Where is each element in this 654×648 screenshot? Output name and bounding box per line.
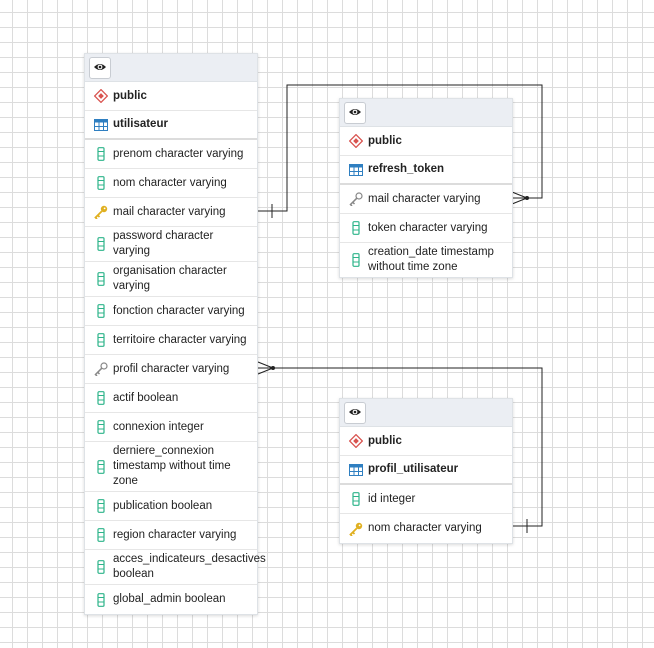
column-row[interactable]: connexion integer bbox=[85, 413, 257, 442]
column-icon bbox=[348, 221, 364, 235]
column-icon bbox=[93, 528, 109, 542]
eye-icon bbox=[348, 404, 362, 422]
column-row[interactable]: acces_indicateurs_desactives boolean bbox=[85, 550, 266, 585]
column-label: prenom character varying bbox=[113, 147, 244, 160]
toggle-visibility-button[interactable] bbox=[344, 101, 366, 124]
column-icon bbox=[93, 147, 109, 161]
column-label: acces_indicateurs_desactives boolean bbox=[113, 553, 266, 580]
table-title-row: profil_utilisateur bbox=[340, 456, 512, 485]
column-row[interactable]: mail character varying bbox=[340, 185, 512, 214]
schema-row: public bbox=[85, 82, 257, 111]
column-label: profil character varying bbox=[113, 362, 230, 375]
column-label: nom character varying bbox=[113, 176, 227, 189]
table-title-row: refresh_token bbox=[340, 156, 512, 185]
column-label: fonction character varying bbox=[113, 304, 245, 317]
table-title-row: utilisateur bbox=[85, 111, 257, 140]
table-header bbox=[340, 399, 512, 427]
column-label: publication boolean bbox=[113, 499, 213, 512]
foreign-key-icon bbox=[93, 362, 109, 376]
column-row[interactable]: organisation character varying bbox=[85, 262, 257, 297]
column-row[interactable]: territoire character varying bbox=[85, 326, 257, 355]
column-icon bbox=[93, 176, 109, 190]
column-icon bbox=[348, 492, 364, 506]
table-name: refresh_token bbox=[368, 163, 445, 175]
primary-key-icon bbox=[93, 205, 109, 219]
column-label: id integer bbox=[368, 492, 416, 505]
column-label: actif boolean bbox=[113, 391, 179, 404]
table-header bbox=[340, 99, 512, 127]
column-row[interactable]: publication boolean bbox=[85, 492, 257, 521]
primary-key-icon bbox=[348, 522, 364, 536]
column-row[interactable]: password character varying bbox=[85, 227, 257, 262]
schema-icon bbox=[348, 434, 364, 448]
column-icon bbox=[93, 391, 109, 405]
table-node-utilisateur[interactable]: public utilisateur prenom character varyin… bbox=[84, 53, 266, 615]
column-row[interactable]: profil character varying bbox=[85, 355, 257, 384]
table-header bbox=[85, 54, 257, 82]
column-icon bbox=[93, 499, 109, 513]
column-icon bbox=[93, 272, 109, 286]
eye-icon bbox=[348, 104, 362, 122]
column-row[interactable]: nom character varying bbox=[340, 514, 512, 543]
column-icon bbox=[93, 420, 109, 434]
column-label: token character varying bbox=[368, 221, 488, 234]
column-icon bbox=[93, 592, 109, 607]
column-icon bbox=[93, 560, 109, 574]
schema-name: public bbox=[368, 434, 402, 447]
column-label: global_admin boolean bbox=[113, 593, 226, 605]
table-icon bbox=[348, 463, 364, 476]
column-icon bbox=[348, 253, 364, 267]
column-label: password character varying bbox=[113, 230, 214, 257]
column-row[interactable]: region character varying bbox=[85, 521, 257, 550]
schema-row: public bbox=[340, 427, 512, 456]
column-row[interactable]: token character varying bbox=[340, 214, 512, 243]
table-name: utilisateur bbox=[113, 118, 168, 130]
toggle-visibility-button[interactable] bbox=[344, 401, 366, 424]
column-icon bbox=[93, 459, 109, 474]
column-label: nom character varying bbox=[368, 522, 482, 534]
schema-icon bbox=[348, 134, 364, 148]
column-row[interactable]: id integer bbox=[340, 485, 512, 514]
table-icon bbox=[348, 163, 364, 176]
schema-row: public bbox=[340, 127, 512, 156]
table-icon bbox=[93, 118, 109, 131]
toggle-visibility-button[interactable] bbox=[89, 56, 111, 79]
foreign-key-icon bbox=[348, 192, 364, 206]
eye-icon bbox=[93, 59, 107, 77]
column-row[interactable]: mail character varying bbox=[85, 198, 257, 227]
column-row[interactable]: prenom character varying bbox=[85, 140, 257, 169]
column-label: creation_date timestamp without time zon… bbox=[368, 246, 494, 273]
column-row[interactable]: derniere_connexion timestamp without tim… bbox=[85, 442, 257, 492]
column-label: connexion integer bbox=[113, 420, 204, 433]
column-row[interactable]: fonction character varying bbox=[85, 297, 257, 326]
column-icon bbox=[93, 237, 109, 251]
column-label: derniere_connexion timestamp without tim… bbox=[113, 445, 231, 487]
many-marker-refresh-token-mail bbox=[511, 191, 528, 205]
column-row[interactable]: global_admin boolean bbox=[85, 585, 257, 614]
schema-name: public bbox=[113, 89, 147, 102]
table-name: profil_utilisateur bbox=[368, 463, 459, 475]
column-icon bbox=[93, 333, 109, 347]
column-row[interactable]: nom character varying bbox=[85, 169, 257, 198]
column-icon bbox=[93, 304, 109, 318]
column-row[interactable]: creation_date timestamp without time zon… bbox=[340, 243, 512, 277]
schema-icon bbox=[93, 89, 109, 103]
column-row[interactable]: actif boolean bbox=[85, 384, 257, 413]
column-label: mail character varying bbox=[368, 192, 481, 205]
many-marker-utilisateur-profil bbox=[257, 361, 274, 375]
column-label: organisation character varying bbox=[113, 265, 227, 292]
column-label: region character varying bbox=[113, 528, 237, 541]
column-label: mail character varying bbox=[113, 205, 226, 218]
column-label: territoire character varying bbox=[113, 333, 247, 346]
schema-name: public bbox=[368, 134, 402, 147]
